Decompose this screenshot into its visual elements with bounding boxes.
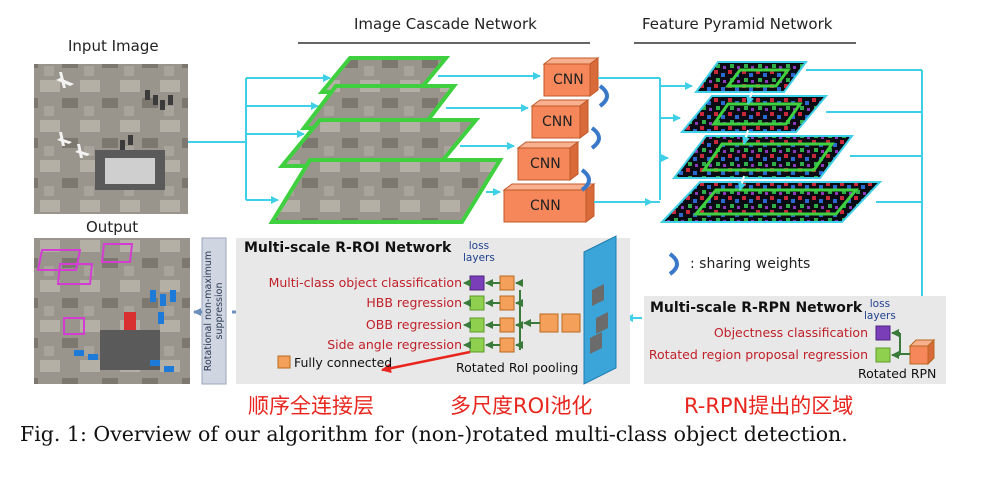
cnn-block-4 [502, 183, 596, 223]
cnn-blocks [502, 57, 600, 223]
input-image [34, 64, 188, 214]
image-cascade-title: Image Cascade Network [354, 15, 537, 33]
sharing-weights-label: : sharing weights [690, 256, 811, 272]
cn-annotation-roi-pooling: 多尺度ROI池化 [450, 394, 593, 418]
figure-caption: Fig. 1: Overview of our algorithm for (n… [20, 422, 848, 446]
fc-legend-block [277, 355, 291, 369]
fc-block-a [539, 313, 559, 333]
rroi-title: Multi-scale R-ROI Network [244, 240, 452, 256]
rroi-loss-line2: layers [463, 252, 495, 264]
rroi-loss-line1: loss [468, 240, 490, 252]
rotated-rpn-label: Rotated RPN [858, 366, 937, 381]
rpn-loss-green [875, 347, 891, 363]
cnn-block-1 [542, 57, 600, 97]
nms-bar [201, 237, 227, 385]
sharing-weights-legend-icon [668, 252, 679, 276]
image-cascade-stack [268, 56, 504, 224]
red-annotation-arrow [381, 350, 471, 374]
cnn-label-1: CNN [553, 72, 584, 88]
rotated-rpn-block [909, 345, 929, 365]
cnn-label-2: CNN [542, 114, 573, 130]
cascade-tile-4 [268, 158, 504, 224]
cascade-to-cnn-arrows [438, 72, 541, 196]
sharing-weight-arrows [580, 84, 609, 192]
fc-chain [277, 275, 581, 369]
nms-label-line1: Rotational non-maximum [203, 250, 214, 372]
feature-pyramid-stack [659, 61, 883, 223]
airplane-icons [56, 72, 90, 158]
rotated-roi-pooling-label: Rotated RoI pooling [456, 360, 579, 375]
nms-label-line2: suppression [214, 282, 225, 340]
rpn-blocks [875, 325, 936, 366]
fc-block-b [561, 313, 581, 333]
rroi-item-classification: Multi-class object classification [268, 275, 462, 290]
cnn-label-4: CNN [530, 198, 561, 214]
pyramid-to-rpn-arrows [625, 69, 926, 333]
cnn-label-3: CNN [530, 156, 561, 172]
rroi-loss-label: loss layers [463, 240, 495, 264]
cnn-block-3 [516, 141, 580, 181]
rrpn-item-objectness: Objectness classification [713, 325, 868, 340]
rrpn-loss-line1: loss [869, 298, 891, 310]
rrpn-panel [644, 296, 946, 384]
fully-connected-label: Fully connected [294, 355, 393, 370]
rrpn-title: Multi-scale R-RPN Network [650, 300, 863, 316]
input-arrows [188, 74, 331, 204]
cn-annotation-rpn-region: R-RPN提出的区域 [684, 394, 854, 418]
rroi-item-obb: OBB regression [365, 317, 462, 332]
pyramid-level-2 [679, 95, 829, 133]
rrpn-loss-label: loss layers [864, 298, 896, 322]
pyramid-level-4 [659, 181, 883, 223]
roi-pooling-slab [583, 235, 617, 385]
cn-annotation-fully-connected: 顺序全连接层 [248, 394, 374, 418]
cnn-block-2 [530, 99, 590, 139]
output-image [34, 238, 190, 384]
rpn-loss-purple [875, 325, 891, 341]
feature-pyramid-title: Feature Pyramid Network [642, 15, 833, 33]
output-label: Output [86, 218, 139, 236]
rrpn-loss-line2: layers [864, 310, 896, 322]
pyramid-level-3 [671, 135, 855, 179]
fc-column [499, 275, 515, 353]
rroi-item-side-angle: Side angle regression [327, 337, 462, 352]
input-image-label: Input Image [68, 37, 159, 55]
cnn-to-pyramid-arrows [594, 77, 693, 206]
rrpn-item-proposal-regression: Rotated region proposal regression [648, 347, 868, 362]
nms-label: Rotational non-maximum suppression [203, 251, 225, 371]
rroi-item-hbb: HBB regression [366, 295, 462, 310]
